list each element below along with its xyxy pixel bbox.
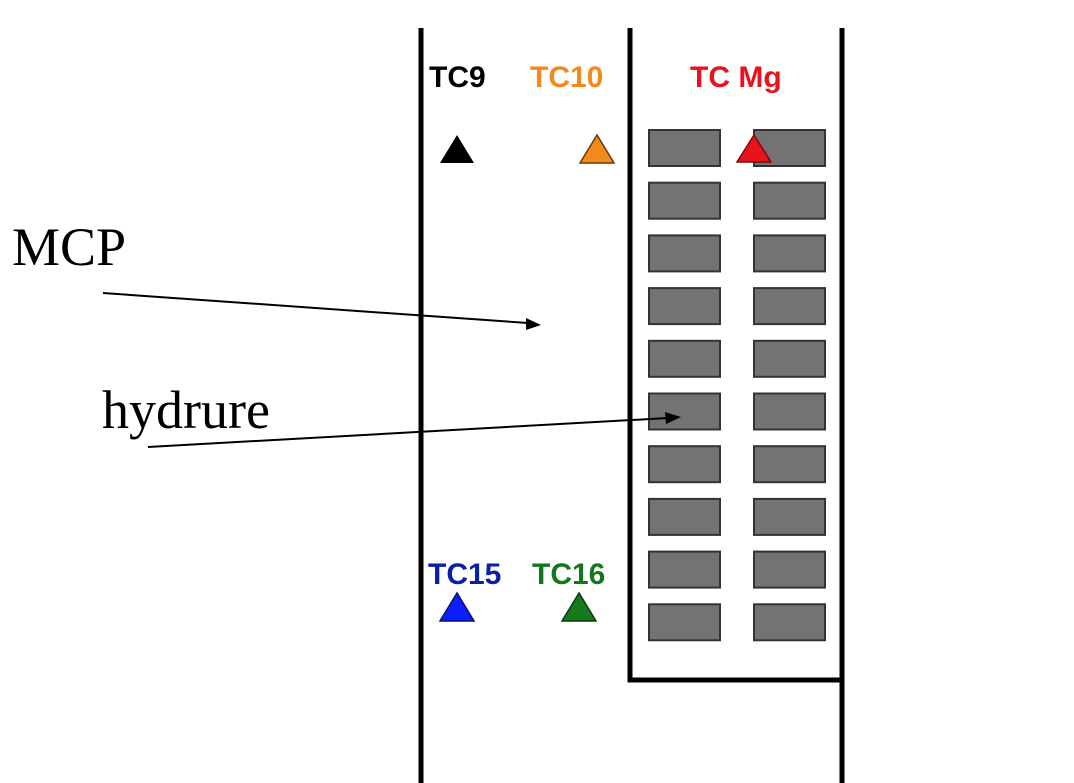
- hydride-block: [648, 129, 721, 167]
- hydride-block: [648, 392, 721, 431]
- tc15-marker-icon: [438, 591, 476, 622]
- tc16-label: TC16: [532, 558, 605, 591]
- mcp-label: MCP: [12, 217, 126, 277]
- hydride-block: [753, 339, 826, 378]
- hydride-block: [753, 603, 826, 642]
- tcmg-marker-icon: [735, 133, 773, 163]
- hydride-block: [753, 392, 826, 431]
- hydride-label: hydrure: [102, 380, 270, 440]
- hydride-arrowhead-icon: [665, 412, 681, 424]
- hydride-block: [753, 287, 826, 326]
- hydride-block: [753, 445, 826, 484]
- tc15-label: TC15: [428, 558, 501, 591]
- tc9-marker-icon: [440, 135, 474, 163]
- hydride-blocks: [648, 129, 826, 642]
- hydride-arrow-line: [147, 417, 669, 448]
- hydride-block: [648, 445, 721, 484]
- annotation-arrows: [102, 292, 681, 448]
- hydride-block: [753, 550, 826, 589]
- hydride-block: [753, 234, 826, 273]
- hydride-block: [753, 497, 826, 536]
- hydride-block: [648, 497, 721, 536]
- outer-tank: [418, 28, 845, 783]
- hydride-block: [753, 181, 826, 220]
- mcp-arrowhead-icon: [526, 318, 541, 330]
- hydride-block: [648, 550, 721, 589]
- hydride-block: [648, 603, 721, 642]
- tc10-label: TC10: [530, 61, 603, 94]
- tc16-marker-icon: [560, 591, 598, 622]
- hydride-block: [648, 339, 721, 378]
- tcmg-label: TC Mg: [690, 61, 782, 94]
- hydride-block: [648, 181, 721, 220]
- mcp-arrow-line: [102, 292, 529, 324]
- hydride-block: [648, 234, 721, 273]
- tc10-marker-icon: [578, 133, 616, 164]
- hydride-block: [648, 287, 721, 326]
- inner-hydride-container: [627, 28, 842, 683]
- tc9-label: TC9: [429, 61, 486, 94]
